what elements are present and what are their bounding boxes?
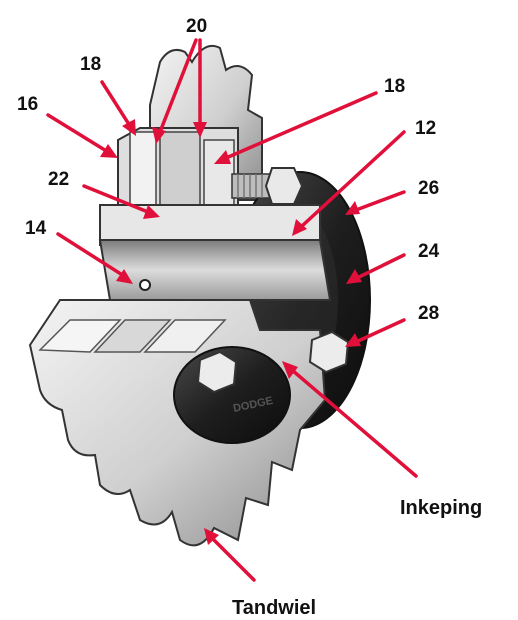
- front-sprocket: DODGE: [28, 299, 327, 547]
- arrow-20-right: [193, 38, 207, 138]
- label-26: 26: [418, 178, 439, 199]
- arrow-22: [82, 184, 160, 219]
- cap-screw-top: [231, 167, 304, 205]
- label-18-left: 18: [80, 54, 101, 75]
- arrow-12: [292, 130, 406, 236]
- hub-plate: [98, 204, 332, 301]
- label-20: 20: [186, 16, 207, 37]
- arrow-14: [56, 232, 133, 284]
- arrow-20-left: [152, 38, 198, 144]
- cap-screw-lower-left: [196, 350, 238, 394]
- label-18-right: 18: [384, 76, 405, 97]
- label-12: 12: [415, 118, 436, 139]
- cap-screw-lower-right: [308, 330, 350, 374]
- callout-arrows: [46, 38, 418, 582]
- label-24: 24: [418, 241, 440, 262]
- label-14: 14: [25, 218, 47, 239]
- arrow-18-right: [214, 91, 378, 164]
- arrow-tandwiel: [204, 528, 256, 582]
- arrow-16: [46, 113, 118, 158]
- arrow-18-left: [100, 80, 136, 136]
- arrow-inkeping: [282, 361, 418, 478]
- arrow-24: [346, 253, 406, 284]
- arrow-26: [345, 190, 406, 215]
- label-16: 16: [17, 94, 38, 115]
- arrow-28: [345, 318, 406, 347]
- label-tandwiel: Tandwiel: [232, 597, 316, 619]
- label-inkeping: Inkeping: [400, 497, 482, 519]
- label-22: 22: [48, 169, 69, 190]
- label-28: 28: [418, 303, 439, 324]
- callout-labels: 16 18 20 18 12 22 26 14 24 28 Inkeping T…: [17, 16, 482, 619]
